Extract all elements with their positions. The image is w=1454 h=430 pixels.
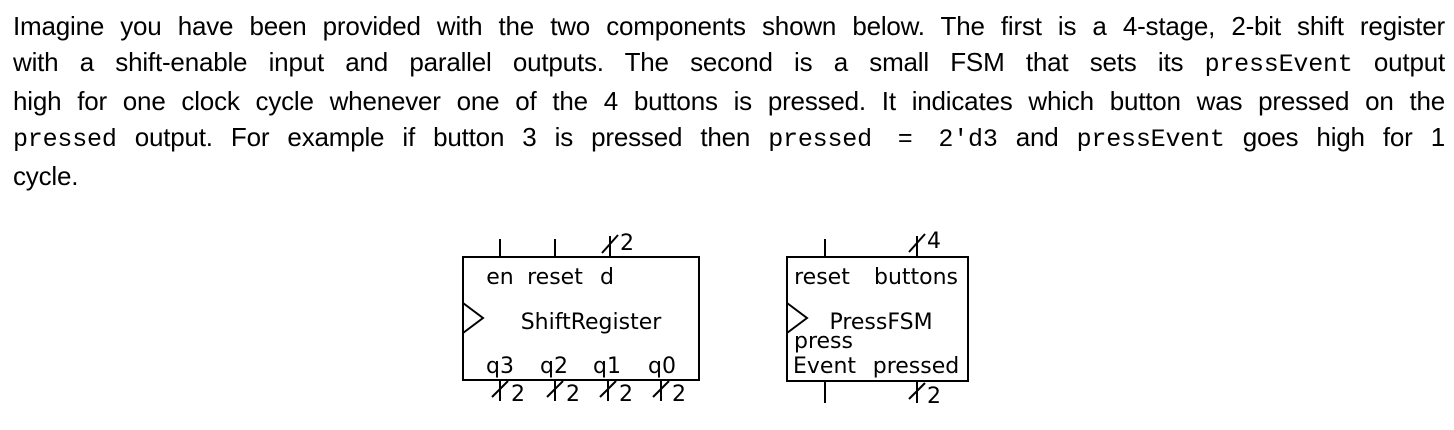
q0-bus-slash	[652, 380, 670, 398]
press-fsm-box	[786, 256, 969, 382]
en-pin-label: en	[486, 265, 513, 290]
paragraph-text: high for one clock cycle whenever one of…	[13, 86, 1445, 116]
shift-register-box	[462, 256, 700, 381]
paragraph-text: and	[997, 122, 1077, 152]
buttons-bus-slash	[908, 233, 926, 253]
buttons-bus-width-label: 4	[927, 229, 941, 254]
clock-chevron-icon	[462, 302, 485, 334]
q2-pin-label: q2	[540, 354, 568, 379]
problem-statement: Imagine you have been provided with the …	[13, 8, 1445, 194]
q3-pin-label: q3	[486, 354, 514, 379]
paragraph-line: Imagine you have been provided with the …	[13, 8, 1445, 44]
q0-bus-width-label: 2	[672, 382, 686, 407]
q3-bus-slash	[491, 380, 509, 398]
buttons-pin-label: buttons	[874, 265, 958, 290]
q1-bus-width-label: 2	[619, 382, 633, 407]
paragraph-text: Imagine you have been provided with the …	[13, 11, 1445, 41]
paragraph-text: output	[1352, 47, 1445, 77]
paragraph-line: pressed output. For example if button 3 …	[13, 119, 1445, 158]
code-inline: pressEvent	[1076, 125, 1225, 154]
fsm-reset-pin-label: reset	[794, 265, 850, 290]
code-inline: pressed	[13, 125, 117, 154]
q2-bus-slash	[546, 380, 564, 398]
paragraph-line: with a shift-enable input and parallel o…	[13, 44, 1445, 83]
reset-pin-label: reset	[527, 265, 583, 290]
q0-pin-label: q0	[648, 354, 676, 379]
paragraph-text: cycle.	[13, 161, 79, 191]
d-pin-label: d	[600, 265, 614, 290]
q1-pin-label: q1	[593, 354, 621, 379]
q1-bus-slash	[599, 380, 617, 398]
press-fsm-title: PressFSM	[829, 310, 932, 335]
press-event-pin-label-line2: Event	[793, 354, 856, 379]
q3-bus-width-label: 2	[511, 382, 525, 407]
code-inline: pressEvent	[1204, 50, 1353, 79]
press-event-pin-label-line1: press	[794, 329, 853, 354]
d-bus-slash	[601, 234, 619, 254]
pressed-pin-label: pressed	[873, 354, 960, 379]
press-fsm-block: 4 reset buttons PressFSM press Event pre…	[786, 229, 969, 409]
shift-register-block: 2 en reset d ShiftRegister q3 q2 q1 q0 2…	[462, 231, 700, 407]
clock-chevron-icon	[786, 302, 809, 334]
paragraph-text: goes high for 1	[1224, 122, 1445, 152]
pressed-bus-width-label: 2	[927, 384, 941, 409]
d-bus-width-label: 2	[620, 231, 634, 256]
paragraph-text: with a shift-enable input and parallel o…	[13, 47, 1205, 77]
q2-bus-width-label: 2	[566, 382, 580, 407]
paragraph-text: output. For example if button 3 is press…	[116, 122, 769, 152]
paragraph-line: high for one clock cycle whenever one of…	[13, 83, 1445, 119]
pressed-bus-slash	[908, 382, 926, 400]
code-inline: pressed = 2'd3	[768, 125, 998, 154]
shift-register-title: ShiftRegister	[521, 310, 663, 335]
paragraph-line: cycle.	[13, 158, 1445, 194]
